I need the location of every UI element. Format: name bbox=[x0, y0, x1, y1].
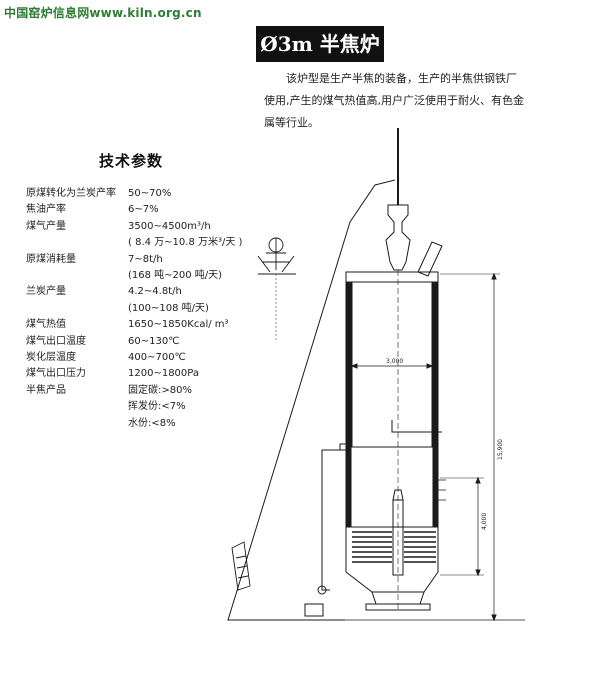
spec-value: 4.2~4.8t/h bbox=[128, 286, 182, 298]
spec-value: 50~70% bbox=[128, 188, 172, 199]
spec-value: 1650~1850Kcal/ m³ bbox=[128, 319, 229, 331]
spec-row: (168 吨~200 吨/天) bbox=[26, 268, 266, 284]
spec-row: 煤气热值 1650~1850Kcal/ m³ bbox=[26, 317, 266, 333]
spec-row: 焦油产率 6~7% bbox=[26, 202, 266, 218]
spec-value: 60~130℃ bbox=[128, 335, 180, 347]
spec-heading: 技术参数 bbox=[99, 152, 164, 170]
spec-label: 原煤转化为兰炭产率 bbox=[26, 188, 116, 199]
spec-value: (168 吨~200 吨/天) bbox=[128, 270, 223, 282]
lower-dim-label: 4,000 bbox=[481, 513, 488, 530]
spec-value: 7~8t/h bbox=[128, 253, 163, 265]
cooling-coils bbox=[352, 531, 436, 563]
site-watermark: 中国窑炉信息网www.kiln.org.cn bbox=[4, 6, 202, 20]
spec-row: 兰炭产量 4.2~4.8t/h bbox=[26, 284, 266, 300]
pipe-joint bbox=[317, 585, 327, 595]
spec-table: 原煤转化为兰炭产率 50~70% 焦油产率 6~7% 煤气产量 3500~4500m³/h… bbox=[26, 186, 266, 432]
spec-row: (100~108 吨/天) bbox=[26, 301, 266, 317]
upper-platform bbox=[257, 237, 296, 340]
feeder-valve bbox=[385, 204, 411, 271]
shaft-wall-left bbox=[345, 281, 353, 448]
spec-value: 水份:<8% bbox=[128, 417, 176, 429]
lower-hatch bbox=[231, 541, 251, 591]
spec-row: 水份:<8% bbox=[26, 416, 266, 432]
spec-value: 3500~4500m³/h bbox=[128, 220, 211, 232]
intro-paragraph: 该炉型是生产半焦的装备，生产的半焦供钢铁厂使用,产生的煤气热值高,用户广泛使用于… bbox=[264, 72, 524, 129]
spec-value: (100~108 吨/天) bbox=[128, 302, 209, 314]
frame-triangle bbox=[227, 221, 351, 621]
spec-row: 炭化层温度 400~700℃ bbox=[26, 350, 266, 366]
side-pipe-right bbox=[391, 420, 442, 433]
frame-shoulder bbox=[349, 179, 396, 223]
spec-row: 煤气出口压力 1200~1800Pa bbox=[26, 366, 266, 382]
spec-label: 半焦产品 bbox=[26, 384, 66, 396]
top-cap bbox=[345, 271, 439, 283]
spec-value: 6~7% bbox=[128, 204, 159, 216]
spec-row: 挥发份:<7% bbox=[26, 399, 266, 415]
spec-label: 原煤消耗量 bbox=[26, 253, 76, 265]
lower-section bbox=[345, 446, 439, 528]
spec-row: 煤气出口温度 60~130℃ bbox=[26, 334, 266, 350]
page-title: Ø3m 半焦炉 bbox=[256, 26, 384, 62]
bottom-hopper bbox=[345, 527, 439, 593]
spec-value: 固定碳:>80% bbox=[128, 384, 192, 396]
spec-label: 煤气出口温度 bbox=[26, 335, 86, 347]
spec-row: 原煤转化为兰炭产率 50~70% bbox=[26, 186, 266, 202]
width-dim-label: 3,000 bbox=[386, 358, 403, 365]
intro-text: 该炉型是生产半焦的装备，生产的半焦供钢铁厂使用,产生的煤气热值高,用户广泛使用于… bbox=[264, 68, 526, 134]
spec-row: 半焦产品 固定碳:>80% bbox=[26, 383, 266, 399]
spec-row: 原煤消耗量 7~8t/h bbox=[26, 252, 266, 268]
side-pipe-left bbox=[321, 449, 346, 591]
spec-value: 挥发份:<7% bbox=[128, 401, 186, 413]
spec-label: 焦油产率 bbox=[26, 204, 66, 216]
spec-label: 煤气产量 bbox=[26, 220, 66, 232]
shaft-wall-right bbox=[431, 281, 439, 448]
spec-value: ( 8.4 万~10.8 万米³/天 ) bbox=[128, 237, 243, 249]
spec-row: ( 8.4 万~10.8 万米³/天 ) bbox=[26, 235, 266, 251]
spec-label: 煤气出口压力 bbox=[26, 368, 86, 380]
spec-row: 煤气产量 3500~4500m³/h bbox=[26, 219, 266, 235]
height-dim-label: 15,900 bbox=[497, 439, 504, 460]
spec-label: 煤气热值 bbox=[26, 319, 66, 331]
spec-value: 400~700℃ bbox=[128, 352, 186, 364]
side-chute bbox=[417, 241, 443, 277]
spec-value: 1200~1800Pa bbox=[128, 368, 199, 380]
spec-label: 兰炭产量 bbox=[26, 286, 66, 298]
spec-label: 炭化层温度 bbox=[26, 352, 76, 364]
